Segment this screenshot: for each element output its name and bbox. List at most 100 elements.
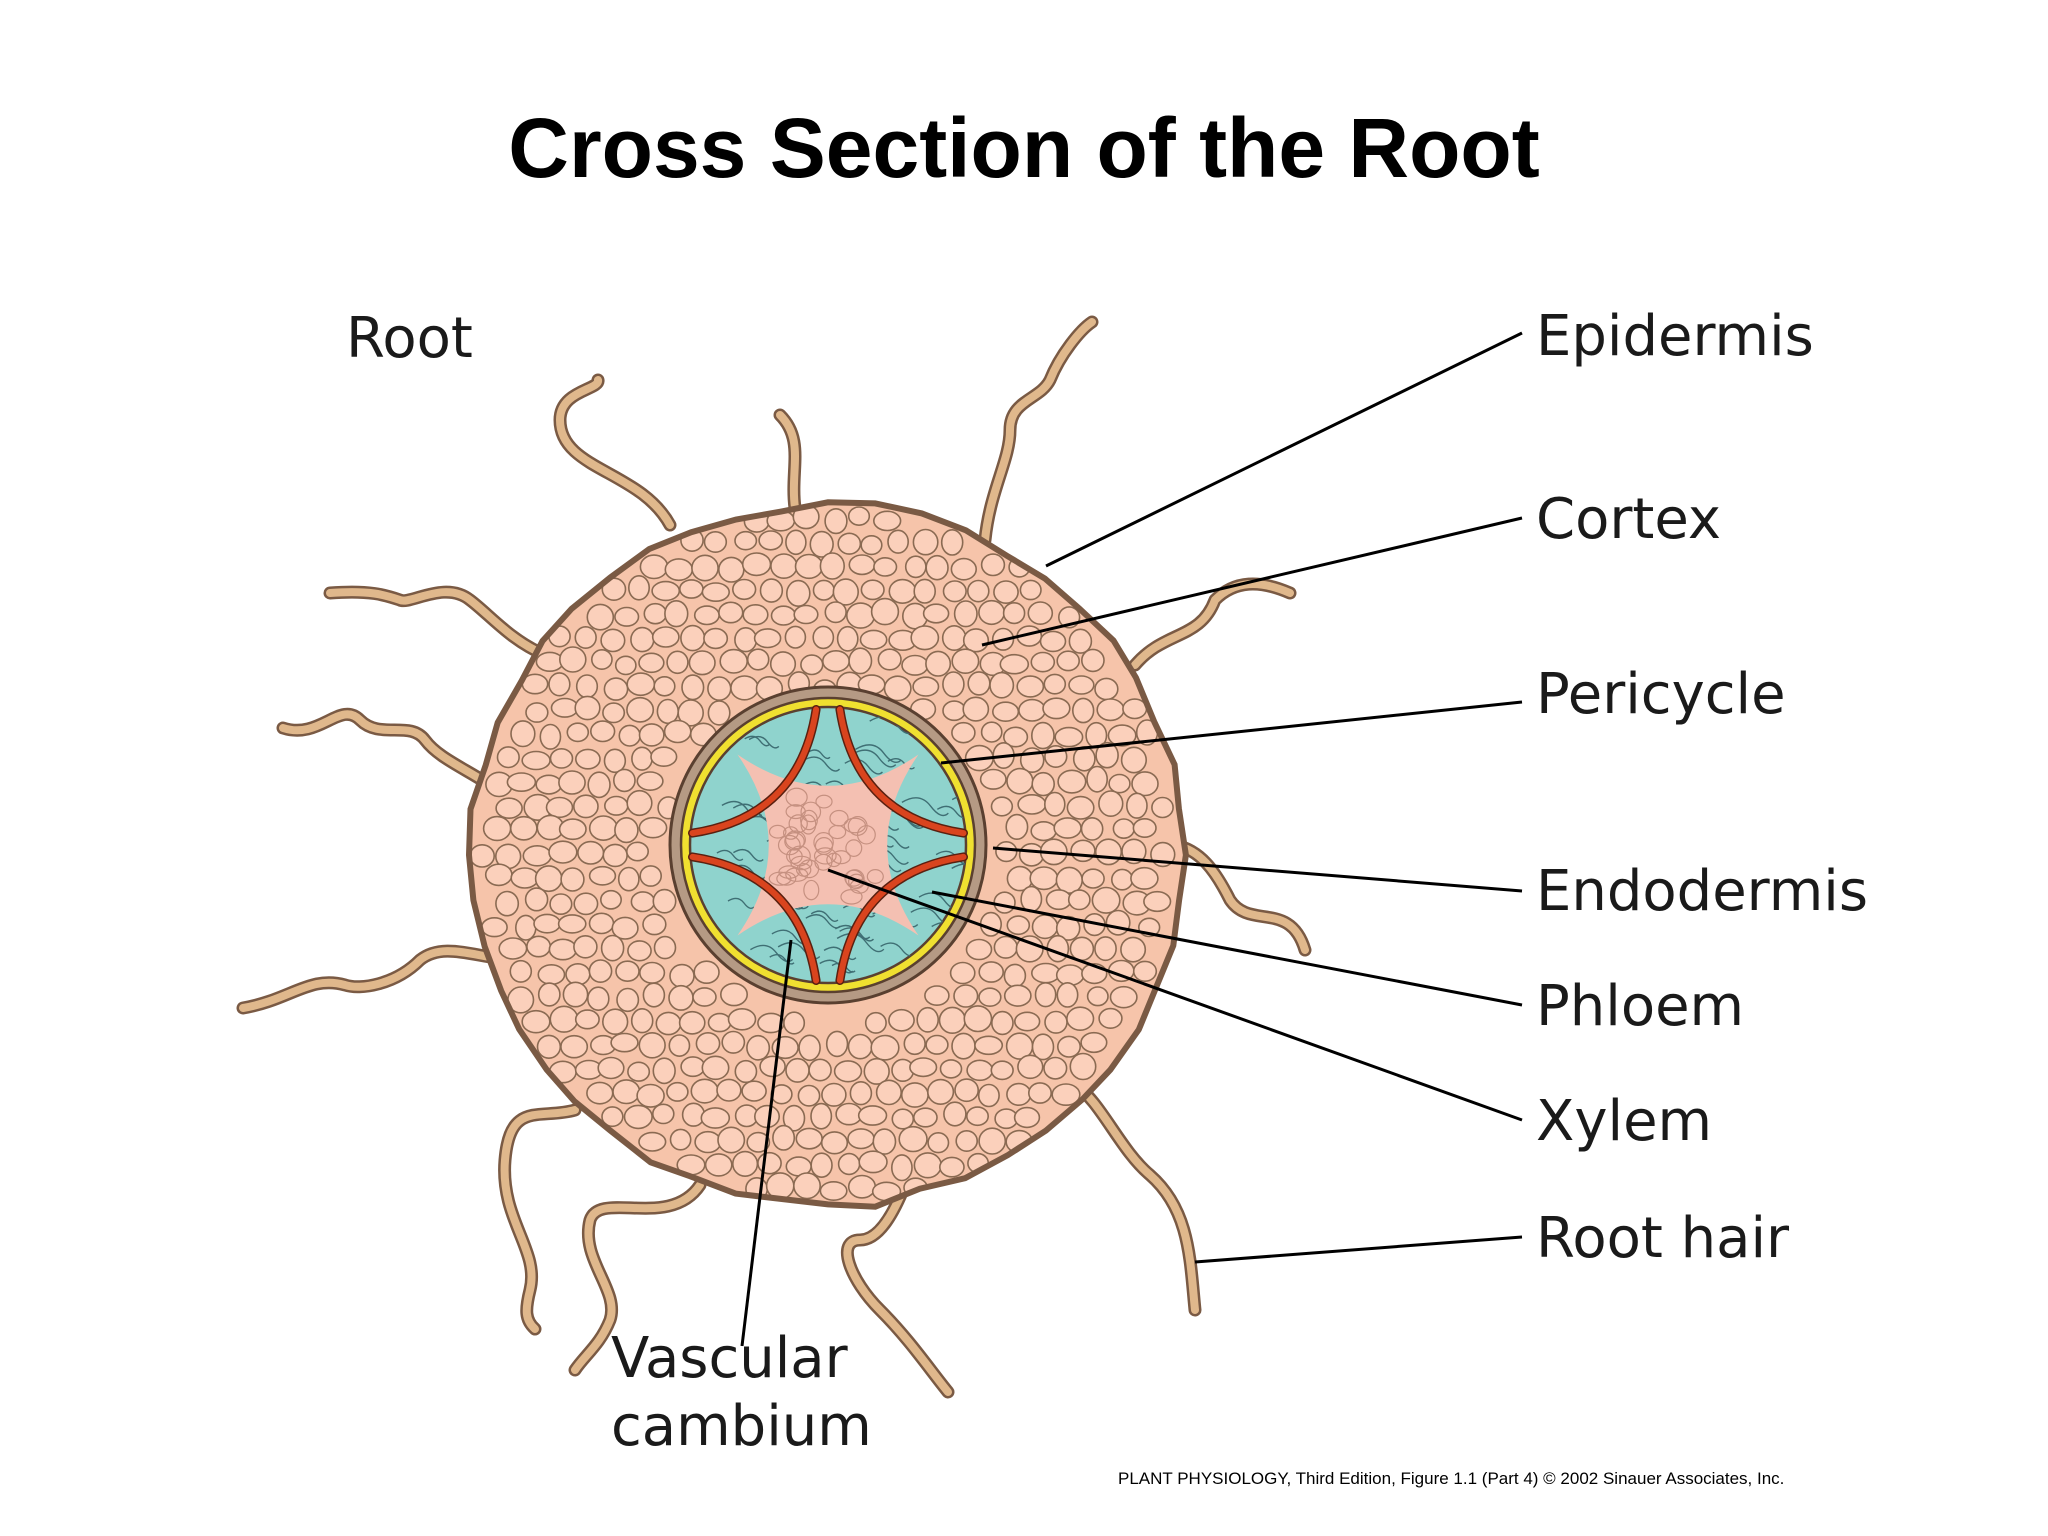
cortex-cell xyxy=(663,719,692,744)
cortex-cell xyxy=(707,1012,732,1033)
cortex-cell xyxy=(1051,1083,1081,1107)
cortex-cell xyxy=(898,1125,928,1153)
cortex-cell xyxy=(797,1084,821,1107)
cortex-cell xyxy=(680,1056,706,1078)
cortex-cell xyxy=(636,771,664,792)
cortex-cell xyxy=(599,889,622,910)
cortex-cell xyxy=(574,695,601,721)
cortex-cell xyxy=(927,1131,950,1154)
cortex-cell xyxy=(939,1059,963,1079)
cortex-cell xyxy=(602,702,626,724)
cortex-cell xyxy=(1006,1082,1032,1106)
cortex-cell xyxy=(548,672,571,697)
cortex-cell xyxy=(727,1007,757,1031)
cortex-cell xyxy=(858,1150,888,1174)
cortex-cell xyxy=(741,1080,767,1102)
phloem-cell xyxy=(951,863,966,882)
cortex-cell xyxy=(704,1153,733,1177)
cortex-cell xyxy=(872,1128,897,1155)
cortex-cell xyxy=(668,984,694,1011)
root-hair xyxy=(326,588,549,659)
cortex-cell xyxy=(916,1006,940,1033)
cortex-cell xyxy=(577,840,605,865)
xylem-cell xyxy=(785,787,808,807)
cortex-cell xyxy=(909,1057,938,1078)
cortex-cell xyxy=(630,1007,654,1034)
leader-vascular-cambium xyxy=(740,939,793,1347)
cortex-cell xyxy=(616,987,640,1013)
cortex-cell xyxy=(980,721,1003,743)
cortex-cell xyxy=(785,1057,810,1083)
xylem-cell xyxy=(777,834,801,856)
cortex-cell xyxy=(913,1107,938,1128)
label-root: Root xyxy=(346,306,473,371)
cortex-cell xyxy=(650,746,678,768)
figure-credit: PLANT PHYSIOLOGY, Third Edition, Figure … xyxy=(1118,1469,1784,1488)
cortex-cell xyxy=(939,1156,965,1178)
xylem-cell xyxy=(831,850,851,865)
cortex-cell xyxy=(891,1108,915,1130)
cortex-cell xyxy=(925,650,952,677)
phloem-cell xyxy=(810,910,839,923)
cortex-cell xyxy=(1095,741,1119,769)
cortex-cell xyxy=(993,580,1019,605)
cortex-cell xyxy=(924,985,950,1007)
cortex-cell xyxy=(1034,981,1057,1008)
cortex-cell xyxy=(1081,868,1105,889)
xylem-cell xyxy=(847,816,868,836)
cortex-cell xyxy=(688,650,716,676)
cortex-cell xyxy=(1072,745,1096,772)
cortex-cell xyxy=(741,552,772,577)
cortex-cell xyxy=(1068,675,1095,695)
cortex-cell xyxy=(469,844,496,868)
cortex-cell xyxy=(484,863,513,887)
xylem-cell xyxy=(848,873,865,890)
cortex-cell xyxy=(717,556,745,583)
cortex-cell xyxy=(734,626,758,653)
cortex-cell xyxy=(701,582,730,603)
leader-pericycle xyxy=(940,700,1523,765)
cortex-cell xyxy=(537,963,566,986)
root-hair-outline xyxy=(323,585,552,662)
cortex-cell xyxy=(1031,1033,1055,1061)
cortex-cell xyxy=(978,599,1006,626)
cortex-cell xyxy=(759,1055,786,1078)
phloem-cell xyxy=(733,848,764,862)
cortex-cell xyxy=(925,1034,949,1055)
label-vascular: Vascular xyxy=(611,1326,849,1391)
cortex-cell xyxy=(601,1008,629,1036)
cortex-cell xyxy=(509,815,538,841)
cortex-cell xyxy=(1057,769,1087,794)
cortex-cell xyxy=(703,530,728,553)
cortex-cell xyxy=(1094,838,1123,866)
cortex-cell xyxy=(533,913,562,934)
phloem-cell xyxy=(716,849,744,861)
cortex-cell xyxy=(627,574,650,601)
cortex-cell xyxy=(863,1057,890,1085)
vascular-cylinder xyxy=(668,685,988,1005)
cortex-cell xyxy=(652,1057,676,1085)
cortex-cell xyxy=(573,794,599,819)
leader-phloem xyxy=(931,890,1523,1007)
cortex-cell xyxy=(623,1104,653,1130)
cortex-cell xyxy=(677,699,705,727)
cortex-cell xyxy=(549,893,573,916)
xylem-cell xyxy=(843,817,867,834)
cortex-cell xyxy=(991,1010,1014,1036)
cortex-cell xyxy=(558,770,586,795)
cortex-cell xyxy=(588,815,618,842)
cortex-cell xyxy=(746,648,770,671)
xylem-cell xyxy=(826,852,842,868)
cortex-cell xyxy=(627,940,652,962)
cortex-cell xyxy=(575,674,599,699)
cortex-cell xyxy=(784,625,807,649)
cortex-cell xyxy=(809,530,834,558)
cortex-cell xyxy=(536,1034,562,1060)
cortex-cell xyxy=(1112,818,1136,840)
cortex-cell xyxy=(819,1181,848,1202)
cortex-cell xyxy=(943,1101,967,1127)
xylem-cell xyxy=(784,832,805,851)
cortex-cell xyxy=(980,553,1006,577)
xylem-cell xyxy=(790,855,813,871)
cortex-cell xyxy=(912,676,940,697)
